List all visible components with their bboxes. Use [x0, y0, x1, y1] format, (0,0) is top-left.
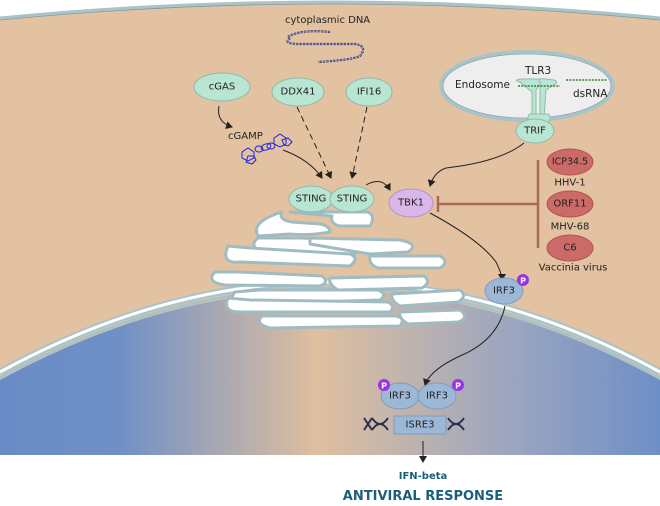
inhibitor-protein-label: C6: [563, 243, 576, 254]
tlr3-label: TLR3: [524, 65, 551, 77]
ifi16-label: IFI16: [357, 87, 381, 98]
dna-helix-right-icon: [447, 417, 465, 431]
antiviral-response-label: ANTIVIRAL RESPONSE: [343, 489, 503, 504]
sting-right-node[interactable]: STING: [329, 185, 375, 213]
viral-inhibitor-c6[interactable]: C6: [546, 234, 594, 262]
cgamp-label: cGAMP: [228, 131, 263, 142]
irf3-dimer-right-node[interactable]: IRF3: [417, 382, 457, 410]
phosphate-badge: P: [452, 379, 464, 391]
endosome-label: Endosome: [455, 79, 510, 91]
sting-to-tbk1-arrow: [365, 180, 391, 191]
tlr3-receptor-icon: [516, 78, 560, 123]
ifi16-node[interactable]: IFI16: [345, 77, 393, 107]
irf3-label: IRF3: [493, 286, 515, 297]
cgamp-to-sting-arrow: [282, 149, 323, 179]
inhibitor-virus-label: MHV-68: [551, 222, 590, 233]
viral-inhibitor-icp34-5[interactable]: ICP34.5: [546, 148, 594, 176]
cgas-node[interactable]: cGAS: [193, 72, 251, 102]
tbk1-label: TBK1: [397, 198, 424, 209]
phosphate-badge: P: [378, 379, 390, 391]
isre3-element[interactable]: ISRE3: [393, 415, 447, 435]
ddx41-label: DDX41: [281, 87, 316, 98]
sting-left-label: STING: [296, 194, 327, 205]
cgas-to-cgamp-arrow: [218, 105, 233, 130]
ddx41-node[interactable]: DDX41: [271, 77, 325, 107]
inhibitor-virus-label: HHV-1: [554, 178, 585, 189]
sting-right-label: STING: [337, 194, 368, 205]
viral-inhibition-bar: [436, 160, 540, 248]
nucleus: [0, 290, 660, 455]
tbk1-node[interactable]: TBK1: [388, 188, 434, 218]
inhibitor-protein-label: ICP34.5: [552, 157, 588, 168]
endoplasmic-reticulum: [210, 210, 466, 330]
inhibitor-protein-label: ORF11: [553, 199, 586, 210]
ifn-beta-label: IFN-beta: [399, 471, 448, 482]
ddx41-to-sting-arrow: [296, 106, 333, 179]
phosphate-label: P: [455, 382, 461, 391]
dsrna-label: dsRNA: [573, 88, 608, 100]
irf3-cytoplasmic-node[interactable]: IRF3: [484, 277, 524, 305]
tbk1-to-irf3-arrow: [429, 212, 506, 281]
sting-left-node[interactable]: STING: [288, 185, 334, 213]
cytoplasmic-dna-label: cytoplasmic DNA: [285, 15, 370, 26]
phosphate-badge: P: [517, 274, 529, 286]
trif-label: TRIF: [523, 126, 546, 137]
irf3-to-nucleus-arrow: [423, 305, 506, 386]
dna-helix-left-icon: [363, 417, 389, 431]
irf3-label: IRF3: [389, 391, 411, 402]
trif-to-tbk1-arrow: [427, 142, 525, 187]
ifi16-to-sting-arrow: [349, 106, 368, 179]
phosphate-label: P: [381, 382, 387, 391]
phosphate-label: P: [520, 277, 526, 286]
irf3-label: IRF3: [426, 391, 448, 402]
inhibitor-virus-label: Vaccinia virus: [539, 263, 608, 274]
plasma-membrane: [0, 0, 660, 20]
cgamp-molecule-icon: [241, 133, 293, 165]
viral-inhibitor-orf11[interactable]: ORF11: [546, 190, 594, 218]
isre3-label: ISRE3: [406, 420, 435, 431]
cgas-label: cGAS: [209, 82, 235, 93]
trif-node[interactable]: TRIF: [515, 118, 555, 144]
